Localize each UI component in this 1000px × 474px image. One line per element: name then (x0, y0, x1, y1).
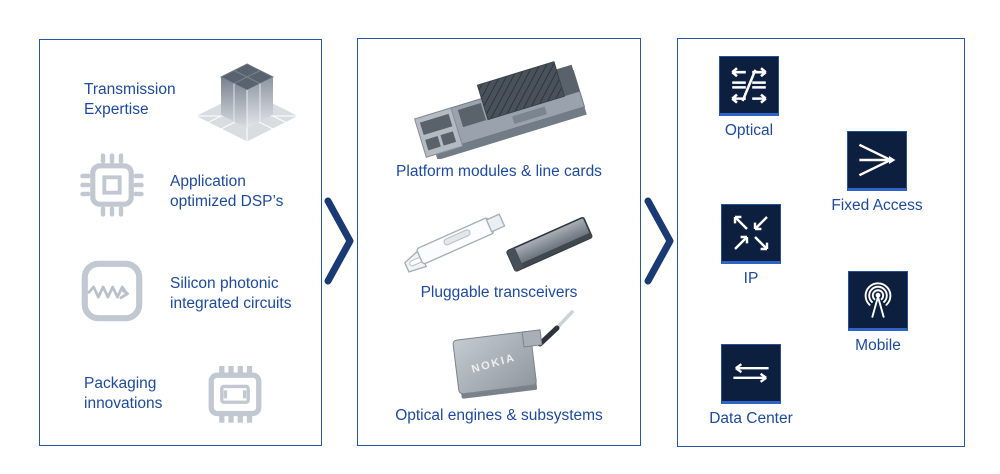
capability-label: Packaging innovations (84, 375, 163, 413)
market-item-ip: IP (691, 204, 811, 288)
chip-icon (80, 153, 144, 217)
capability-label: Silicon photonic integrated circuits (170, 275, 292, 313)
fixed-access-tile (847, 131, 907, 191)
market-item-fixed-access: Fixed Access (817, 131, 937, 215)
line-card-image (413, 61, 587, 159)
capability-label: Application optimized DSP’s (170, 173, 284, 211)
capability-label: Transmission Expertise (84, 81, 176, 119)
chip-package-icon (208, 365, 262, 423)
product-caption: Platform modules & line cards (396, 163, 602, 180)
market-label: Optical (724, 122, 774, 139)
market-item-data-center: Data Center (691, 344, 811, 428)
optical-switch-icon (731, 67, 767, 104)
data-center-tile (721, 344, 781, 404)
market-label: Fixed Access (831, 197, 923, 214)
markets-panel: Optical Fixed Access (677, 38, 965, 447)
product-caption: Pluggable transceivers (420, 284, 578, 301)
photonic-waveguide-icon (81, 260, 143, 322)
market-label: Mobile (855, 337, 901, 354)
product-caption: Optical engines & subsystems (395, 407, 603, 424)
fixed-access-icon (858, 143, 896, 177)
market-label: Data Center (709, 410, 793, 427)
cube-pyramid-icon (193, 63, 301, 143)
ip-routing-icon (733, 215, 769, 251)
optical-tile (719, 56, 779, 116)
pluggable-transceivers-image (403, 213, 593, 273)
market-label: IP (743, 270, 759, 287)
capabilities-panel: Transmission Expertise (39, 39, 322, 446)
optical-engine-image: NOKIA (452, 310, 574, 399)
market-item-mobile: Mobile (818, 271, 938, 355)
mobile-antenna-icon (864, 282, 892, 318)
chevron-right-icon (324, 197, 354, 285)
ip-tile (721, 204, 781, 264)
mobile-tile (848, 271, 908, 331)
chevron-right-icon (644, 197, 674, 285)
products-panel: Platform modules & line cards Pluggab (357, 38, 641, 446)
data-center-icon (733, 363, 769, 383)
market-item-optical: Optical (689, 56, 809, 140)
